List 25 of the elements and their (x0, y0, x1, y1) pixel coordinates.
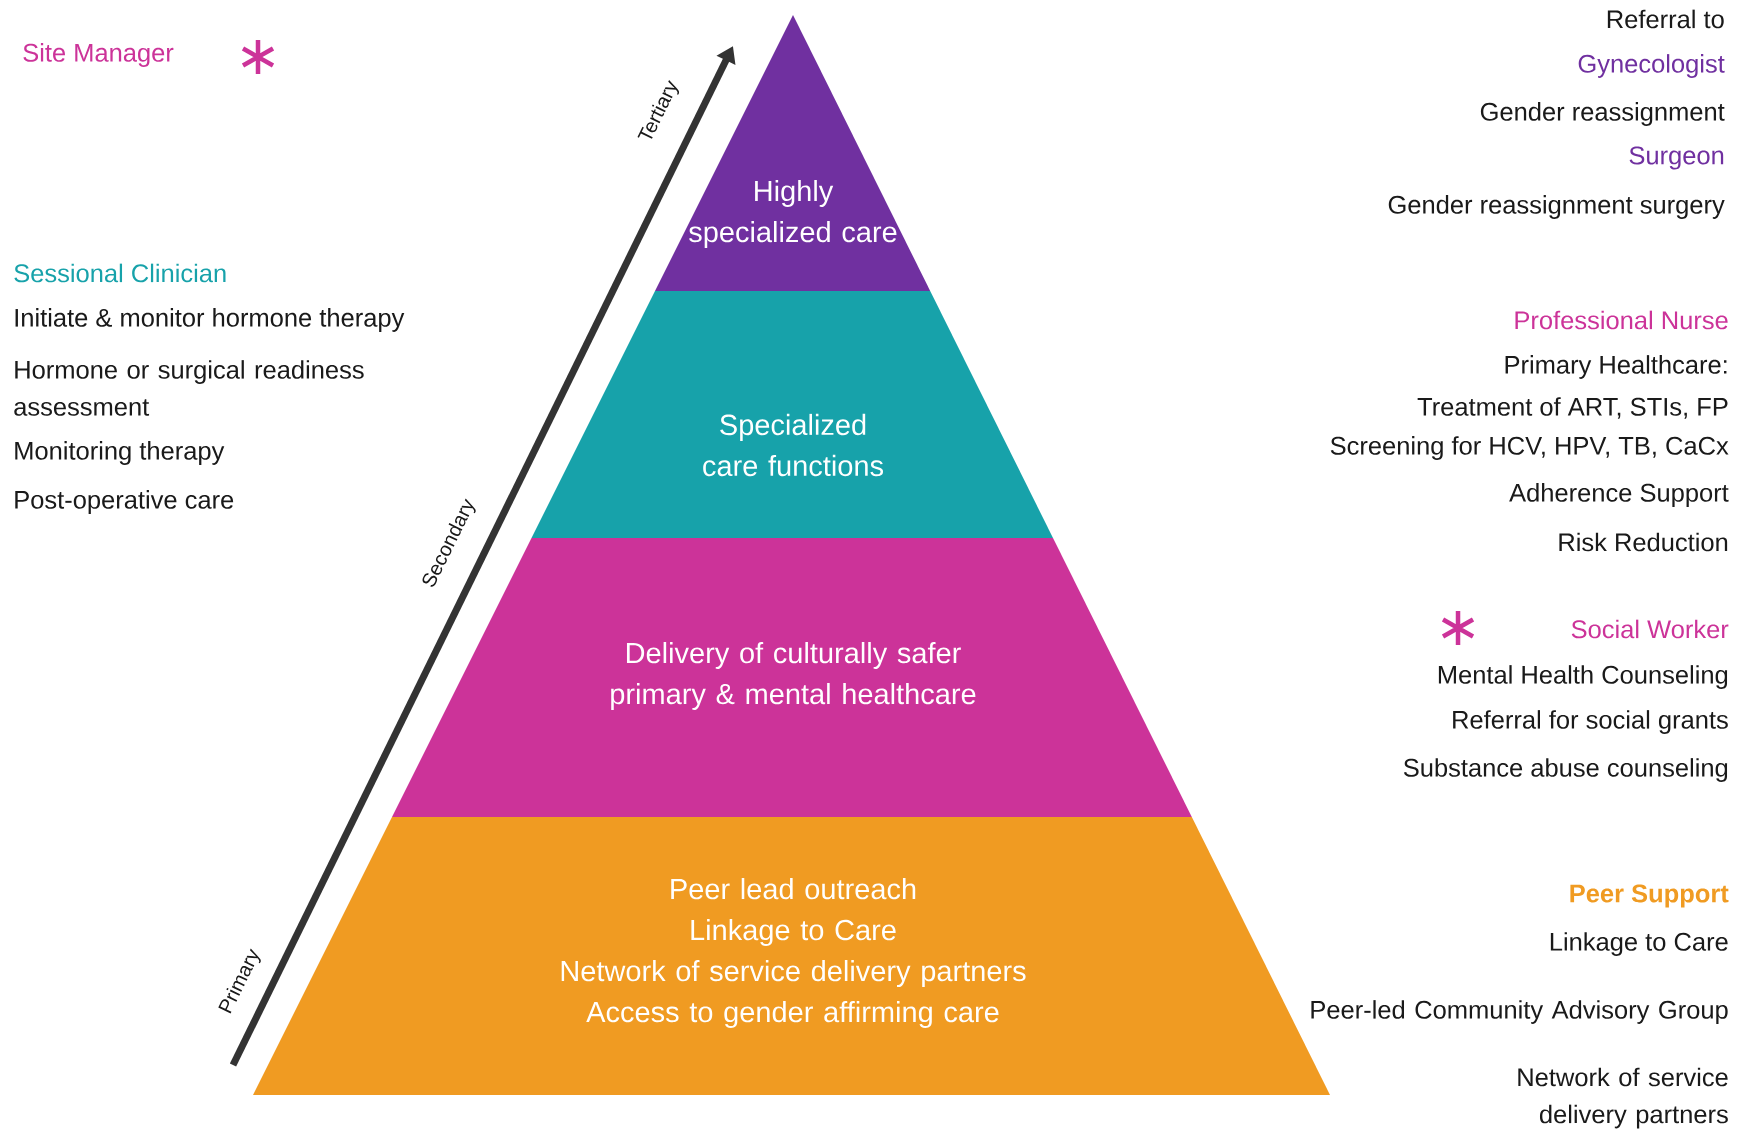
list-text: Post-operative care (15, 490, 234, 514)
list-text: Hormone or surgical readiness assessment (14, 360, 364, 416)
list-text: Primary Healthcare: (1505, 355, 1727, 379)
heading-text: Peer Support (1570, 884, 1729, 908)
heading-text: Site Manager (23, 43, 174, 67)
list-text: Initiate & monitor hormone therapy (15, 308, 405, 332)
list-text: Adherence Support (1509, 483, 1729, 507)
heading-text: Professional Nurse (1515, 310, 1728, 330)
list-text: Referral to (1607, 9, 1724, 29)
list-text: Monitoring therapy (15, 441, 225, 465)
heading-text: Sessional Clinician (14, 263, 226, 283)
list-text: Risk Reduction (1559, 532, 1728, 552)
heading-text: Gynecologist (1578, 54, 1725, 78)
heading-text: Surgeon (1629, 146, 1724, 170)
list-text: Treatment of ART, STIs, FP (1417, 397, 1728, 419)
list-text: Network of service delivery partners (1518, 1067, 1728, 1129)
list-text: Referral for social grants (1453, 710, 1728, 734)
list-text: Gender reassignment (1480, 102, 1725, 126)
list-text: Linkage to Care (1550, 932, 1728, 956)
list-text: Screening for HCV, HPV, TB, CaCx (1330, 436, 1729, 460)
list-text: Mental Health Counseling (1438, 665, 1728, 689)
list-text: Gender reassignment surgery (1388, 195, 1725, 219)
list-text: Substance abuse counseling (1403, 758, 1728, 782)
heading-text: Social Worker (1571, 619, 1729, 639)
pyramid-level: Specialized care functions (531, 291, 1053, 538)
